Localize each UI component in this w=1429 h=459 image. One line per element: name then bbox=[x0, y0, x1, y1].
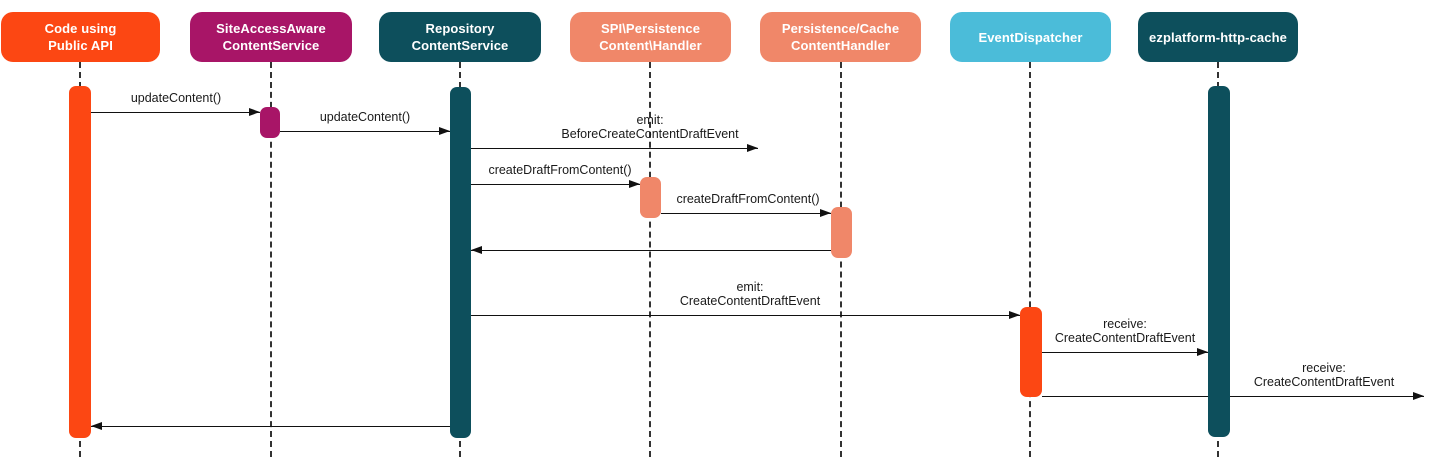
activation-bar-spi-persistence-content-handler bbox=[640, 177, 661, 218]
activation-bar-siteaccess-aware-content-service bbox=[260, 107, 280, 138]
participant-box-siteaccess-aware-content-service: SiteAccessAware ContentService bbox=[190, 12, 352, 62]
message-arrowhead-icon bbox=[629, 180, 640, 188]
participant-box-ezplatform-http-cache: ezplatform-http-cache bbox=[1138, 12, 1298, 62]
message-arrowhead-icon bbox=[747, 144, 758, 152]
message-label: updateContent() bbox=[319, 110, 411, 124]
lifeline-spi-persistence-content-handler bbox=[649, 62, 651, 457]
message-arrowhead-icon bbox=[249, 108, 260, 116]
lifeline-siteaccess-aware-content-service bbox=[270, 62, 272, 457]
activation-bar-repository-content-service bbox=[450, 87, 471, 438]
message-line bbox=[661, 213, 831, 215]
message-line bbox=[471, 250, 831, 252]
message-arrowhead-icon bbox=[91, 422, 102, 430]
message-line bbox=[471, 148, 758, 150]
message-line bbox=[1042, 396, 1424, 398]
message-line bbox=[1042, 352, 1208, 354]
message-label: createDraftFromContent() bbox=[676, 192, 820, 206]
participant-box-persistence-cache-content-handler: Persistence/Cache ContentHandler bbox=[760, 12, 921, 62]
message-arrowhead-icon bbox=[471, 246, 482, 254]
message-label: createDraftFromContent() bbox=[488, 163, 632, 177]
message-line bbox=[91, 112, 260, 114]
activation-bar-event-dispatcher bbox=[1020, 307, 1042, 397]
activation-bar-ezplatform-http-cache bbox=[1208, 86, 1230, 437]
message-label: receive: CreateContentDraftEvent bbox=[1054, 317, 1196, 345]
message-line bbox=[471, 184, 640, 186]
message-label: updateContent() bbox=[130, 91, 222, 105]
lifeline-event-dispatcher bbox=[1029, 62, 1031, 457]
message-arrowhead-icon bbox=[1009, 311, 1020, 319]
message-label: receive: CreateContentDraftEvent bbox=[1253, 361, 1395, 389]
message-arrowhead-icon bbox=[820, 209, 831, 217]
message-arrowhead-icon bbox=[1197, 348, 1208, 356]
lifeline-persistence-cache-content-handler bbox=[840, 62, 842, 457]
participant-box-code-using-public-api: Code using Public API bbox=[1, 12, 160, 62]
message-line bbox=[471, 315, 1020, 317]
participant-box-repository-content-service: Repository ContentService bbox=[379, 12, 541, 62]
activation-bar-persistence-cache-content-handler bbox=[831, 207, 852, 258]
message-label: emit: CreateContentDraftEvent bbox=[679, 280, 821, 308]
participant-box-spi-persistence-content-handler: SPI\Persistence Content\Handler bbox=[570, 12, 731, 62]
activation-bar-code-using-public-api bbox=[69, 86, 91, 438]
message-label: emit: BeforeCreateContentDraftEvent bbox=[561, 113, 739, 141]
message-line bbox=[280, 131, 450, 133]
message-line bbox=[91, 426, 450, 428]
message-arrowhead-icon bbox=[1413, 392, 1424, 400]
participant-box-event-dispatcher: EventDispatcher bbox=[950, 12, 1111, 62]
message-arrowhead-icon bbox=[439, 127, 450, 135]
